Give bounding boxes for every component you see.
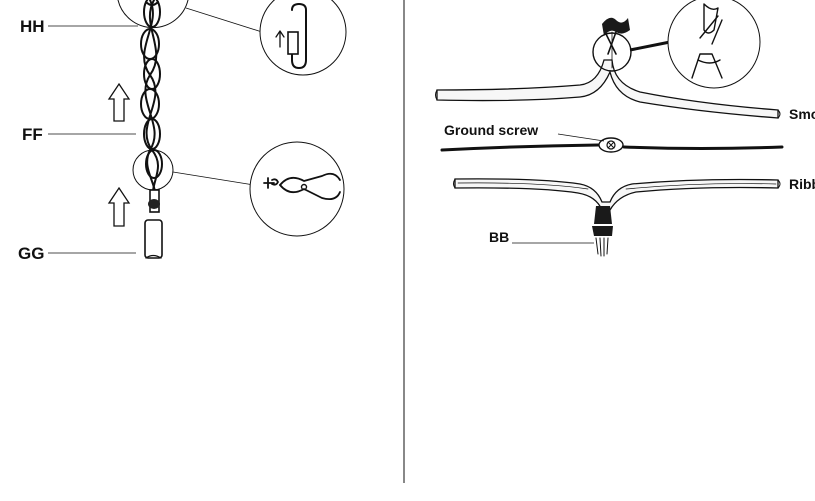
chain-assembly <box>132 0 174 259</box>
callout-ff: FF <box>22 125 43 144</box>
twist-magnifier-circle <box>592 32 632 72</box>
leader-line <box>172 171 255 186</box>
leader-line <box>629 40 671 52</box>
up-arrow-icon <box>107 82 131 122</box>
wire-cutter-icon <box>263 172 341 201</box>
up-arrow-icon <box>107 186 131 227</box>
leader-line <box>185 7 263 33</box>
ground-screw-label: Ground screw <box>444 122 538 138</box>
right-panel: Ground screw BB Smo Ribb <box>435 0 815 257</box>
left-panel: HH FF GG <box>18 0 347 263</box>
ribbed-wire-label: Ribb <box>789 176 815 192</box>
wire-cutter-detail-circle <box>249 141 345 237</box>
up-arrow-icon <box>275 30 285 48</box>
callout-bb: BB <box>489 229 509 245</box>
ground-screw-icon <box>598 137 624 153</box>
carabiner-icon <box>287 3 307 69</box>
callout-hh: HH <box>20 17 45 36</box>
smooth-wire-label: Smo <box>789 106 815 122</box>
ground-wire <box>440 143 784 152</box>
ground-screw-leader <box>557 133 605 142</box>
smooth-wire <box>435 31 781 119</box>
twisted-wire-icon <box>602 17 630 55</box>
twist-detail-circle <box>667 0 761 89</box>
carabiner-detail-circle <box>259 0 347 76</box>
ribbed-wire <box>453 178 781 211</box>
fixture-pipe <box>144 219 163 259</box>
wire-nut-icon <box>592 206 613 257</box>
callout-gg: GG <box>18 244 44 263</box>
